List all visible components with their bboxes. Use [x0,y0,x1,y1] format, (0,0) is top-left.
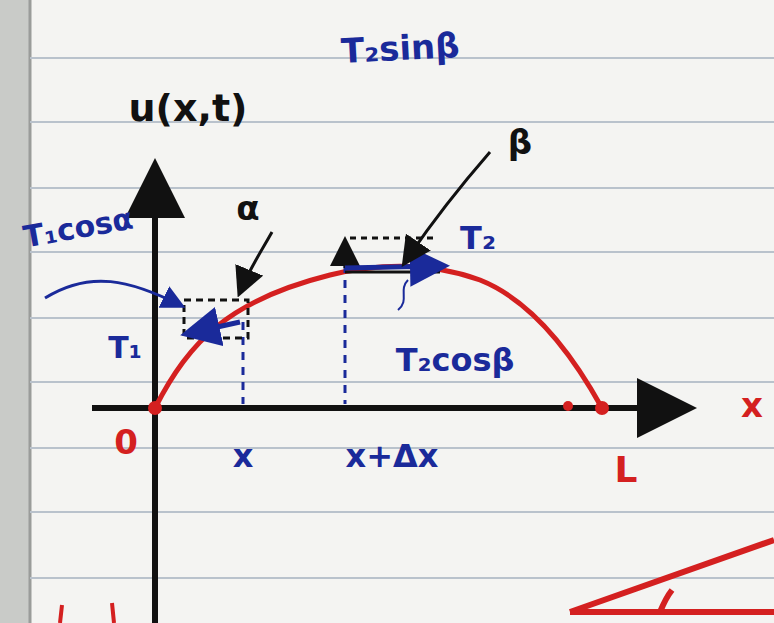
force-label: T₁cosα [21,204,135,253]
ruled-lines [30,58,774,578]
end-point [148,401,162,415]
scribble [60,603,114,623]
vertical-component-arrow [344,242,347,268]
force-box [184,300,248,338]
force-label: T₂ [460,222,496,254]
tension-arrow [190,322,240,333]
angle-label: α [236,191,259,225]
axis-tick-label: x+Δx [346,440,439,472]
axis-tick-label: x [233,440,254,472]
horizontal-line [345,271,440,274]
force-label: T₂sinβ [340,28,460,68]
axis-tick-label: L [615,452,638,488]
margin-line [29,0,32,623]
axis-tick-label: 0 [114,425,138,459]
leader-line [240,232,272,292]
axis-label: x [741,388,763,422]
axis-label: u(x,t) [129,89,248,127]
dashed-guide [242,322,245,404]
vertical-axis [152,170,158,623]
force-label: T₂cosβ [396,344,515,376]
tension-arrow [345,266,440,268]
force-label: T₁ [108,333,142,363]
angle-sketch [570,540,774,612]
string-curve [155,266,602,408]
leader-line [398,280,408,310]
mark-dot [563,401,573,411]
leader-line [45,281,180,305]
end-point [595,401,609,415]
paper-margin [0,0,30,623]
angle-label: β [508,125,532,159]
